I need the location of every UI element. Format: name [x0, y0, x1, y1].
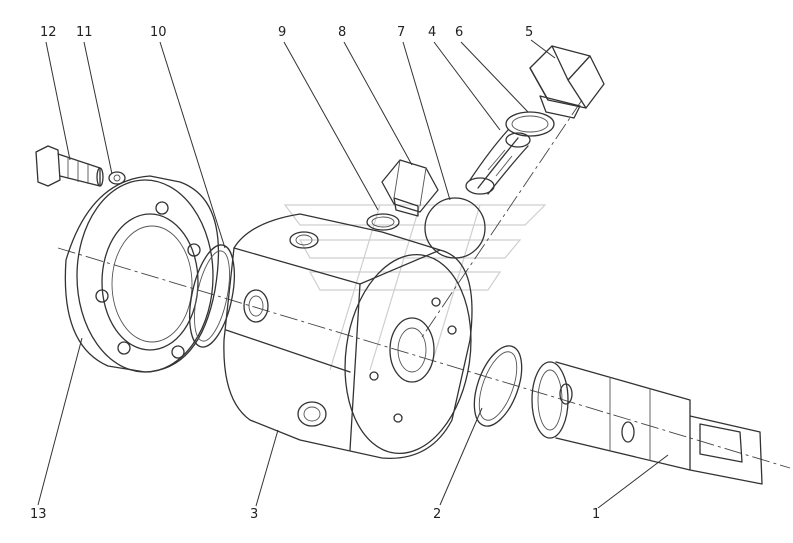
part-1-spool-shaft: [531, 361, 763, 485]
part-7-ball: [424, 197, 486, 259]
callout-number-9: 9: [278, 25, 286, 40]
callout-number-6: 6: [455, 25, 463, 40]
callout-number-8: 8: [338, 25, 346, 40]
callout-number-7: 7: [397, 25, 405, 40]
callout-number-3: 3: [250, 507, 258, 522]
callout-number-5: 5: [525, 25, 533, 40]
part-13-flange-cover: [64, 175, 220, 373]
leader-line-6: [460, 41, 529, 113]
leader-line-8: [343, 41, 413, 166]
leader-line-3: [255, 429, 279, 507]
part-8-plug: [381, 159, 439, 217]
part-3-valve-body: [223, 213, 473, 459]
callout-number-4: 4: [428, 25, 436, 40]
callout-number-2: 2: [433, 507, 441, 522]
part-9-small-o-ring: [366, 213, 400, 231]
leader-line-1: [597, 454, 669, 509]
center-axis-line: [57, 247, 791, 469]
leader-line-7: [402, 41, 451, 201]
leader-line-12: [45, 41, 71, 161]
part-4-spring: [465, 129, 531, 195]
leader-line-13: [37, 337, 83, 506]
callout-number-10: 10: [150, 25, 167, 40]
part-11-washer: [108, 171, 126, 185]
callout-labels: 12 11 10 9 8 7 4 6 5 13 3 2 1: [30, 25, 669, 522]
leader-line-5: [530, 39, 556, 59]
leader-line-10: [159, 41, 226, 249]
vertical-axis-line: [419, 99, 583, 341]
leader-line-2: [439, 407, 483, 506]
part-6-o-ring: [505, 111, 555, 137]
watermark-logo: [283, 204, 547, 371]
part-12-bolt: [35, 145, 104, 187]
leader-line-9: [283, 41, 379, 211]
part-5-cap-nut: [529, 45, 605, 119]
leader-line-4: [433, 41, 501, 131]
part-10-o-ring: [188, 244, 236, 348]
part-2-o-ring: [473, 345, 523, 427]
callout-number-1: 1: [592, 507, 600, 522]
callout-number-13: 13: [30, 507, 47, 522]
callout-number-11: 11: [76, 25, 93, 40]
callout-number-12: 12: [40, 25, 57, 40]
leader-line-11: [83, 41, 113, 175]
